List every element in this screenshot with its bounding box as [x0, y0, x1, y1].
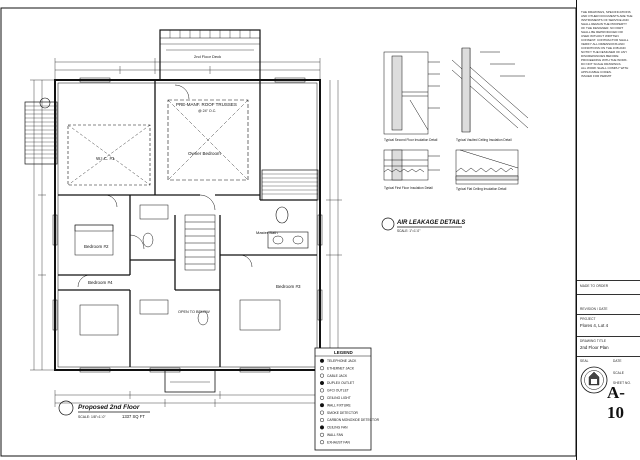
title-block-note-line: INSTRUMENTS OF SERVICE AND	[581, 18, 629, 22]
title-block-note-line: DO NOT SCALE DRAWINGS.	[581, 62, 622, 66]
drawing-title: 2nd Floor Plan	[580, 345, 609, 350]
room-label-wic: W.I.C. #1	[96, 156, 115, 161]
detail-vaulted-ceiling	[451, 47, 529, 133]
legend-symbol-icon	[319, 395, 325, 400]
legend-item-label: ETHERNET JACK	[327, 366, 355, 370]
legend-item-label: SMOKE DETECTOR	[327, 411, 359, 415]
toilet	[275, 206, 289, 224]
title-block-note-line: OF THE DESIGNER. NO PART	[581, 26, 624, 30]
title-block-note-line: SHALL REMAIN THE PROPERTY	[581, 22, 627, 26]
room-label-open-below: OPEN TO BELOW	[178, 310, 210, 314]
seal-label: SEAL	[580, 359, 589, 363]
detail-second-floor	[383, 51, 440, 135]
scale-label: SCALE	[613, 371, 624, 375]
seal-row: SEAL DATE SCALE SHEET NO.	[577, 356, 640, 456]
legend-item-label: TELEPHONE JACK	[327, 359, 357, 363]
date-label: DATE	[613, 359, 622, 363]
legend-item-label: WALL FIXTURE	[327, 403, 352, 407]
legend-symbol-icon	[319, 388, 325, 393]
room-label-owner-bedroom: Owner Bedroom	[188, 151, 221, 156]
legend-box	[314, 347, 372, 451]
room-label-master-bath: Master Bath	[256, 230, 278, 235]
project-name: Flores 4, Lot 4	[580, 323, 609, 328]
detail-caption-1: Typical Second Floor Insulation Detail	[384, 138, 438, 142]
detail-first-floor	[383, 149, 440, 181]
legend-symbol-icon	[319, 380, 325, 386]
legend-item-label: GFCI OUTLET	[327, 389, 349, 393]
project-label: PROJECT	[580, 317, 596, 321]
legend-symbol-icon	[319, 373, 325, 378]
legend-item-label: CEILING FAN	[327, 426, 348, 430]
legend-item-label: CABLE JACK	[327, 374, 348, 378]
trusses-note: PRE-MANF. ROOF TRUSSES	[176, 102, 237, 107]
title-block-note-line: CONDITIONS ON THE JOB AND	[581, 46, 626, 50]
air-leakage-details	[383, 47, 529, 185]
detail-caption-2: Typical Vaulted Ceiling Insulation Detai…	[456, 138, 512, 142]
made-to-order-label: MADE TO ORDER	[580, 284, 609, 288]
revision-label: REVISION / DATE	[580, 307, 608, 311]
project-row: PROJECT Flores 4, Lot 4	[577, 314, 640, 336]
room-label-bedroom-2: Bedroom #2	[84, 244, 109, 249]
plan-scale: SCALE: 1/8"=1'-0"	[78, 415, 106, 419]
legend-item-label: EXHAUST FAN	[327, 440, 350, 444]
legend-item-label: WALL FAN	[327, 433, 344, 437]
detail-caption-3: Typical First Floor Insulation Detail	[384, 186, 433, 190]
title-block-note-line: THE DRAWINGS, SPECIFICATIONS	[581, 10, 631, 14]
revision-row: REVISION / DATE	[577, 294, 640, 314]
title-block-note-line: NOTIFY THE DESIGNER OF ANY	[581, 50, 628, 54]
floor-plan	[24, 29, 342, 407]
air-leakage-bubble	[381, 217, 395, 231]
legend-symbol-icon	[319, 417, 325, 423]
detail-flat-ceiling	[455, 149, 519, 185]
sheet-label: SHEET NO.	[613, 381, 632, 385]
title-block-note-line: CONSENT. CONTRACTOR SHALL	[581, 38, 629, 42]
title-block-note-line: AND OTHER DOCUMENTS ARE THE	[581, 14, 633, 18]
title-block-note-line: ISSUED FOR PERMIT	[581, 74, 612, 78]
made-to-order-row: MADE TO ORDER	[577, 280, 640, 294]
air-leakage-title: AIR LEAKAGE DETAILS	[396, 220, 465, 226]
legend-title: LEGEND	[334, 350, 354, 355]
drawing-title-label: DRAWING TITLE	[580, 339, 607, 343]
room-label-bedroom-4: Bedroom #4	[88, 280, 113, 285]
legend-symbol-icon	[319, 425, 325, 430]
room-label-deck: 2nd Floor Deck	[194, 54, 221, 59]
legend-symbol-icon	[319, 403, 325, 408]
legend-items: TELEPHONE JACK ETHERNET JACK CABLE JACK DUP…	[319, 358, 380, 445]
air-leakage-scale: SCALE: 1"=1'-0"	[397, 229, 420, 233]
legend-item-label: CARBON MONOXIDE DETECTOR	[327, 418, 380, 422]
roof-hatch-left	[24, 101, 58, 165]
legend-symbol-icon	[319, 410, 325, 415]
detail-caption-4: Typical Flat Ceiling Insulation Detail	[456, 187, 507, 191]
professional-seal-icon	[580, 366, 608, 394]
title-block-note-line: APPLICABLE CODES.	[581, 70, 612, 74]
plan-title: Proposed 2nd Floor	[78, 404, 140, 411]
legend-symbol-icon	[319, 366, 325, 371]
sheet-number: A-10	[607, 383, 625, 422]
legend-symbol-icon	[319, 440, 325, 445]
legend-item-label: DUPLEX OUTLET	[327, 381, 354, 385]
roof-hatch-right	[261, 169, 319, 201]
title-block-note-line: VERIFY ALL DIMENSIONS AND	[581, 42, 625, 46]
title-block-note-line: ALL WORK SHALL COMPLY WITH	[581, 66, 629, 70]
stairs	[184, 214, 216, 271]
title-block-note-line: SHALL BE REPRODUCED OR	[581, 30, 623, 34]
legend-item-label: CEILING LIGHT	[327, 396, 351, 400]
title-block-note-line: USED WITHOUT WRITTEN	[581, 34, 619, 38]
title-block-note-line: DISCREPANCIES BEFORE	[581, 54, 619, 58]
plan-area: 1337 SQ FT	[122, 414, 145, 419]
room-label-bedroom-3: Bedroom #3	[276, 284, 301, 289]
legend-symbol-icon	[319, 432, 325, 437]
plan-title-bubble	[58, 400, 74, 416]
title-block-note-line: PROCEEDING WITH THE WORK.	[581, 58, 628, 62]
trusses-subnote: @ 24" O.C.	[198, 109, 216, 113]
legend-symbol-icon	[319, 358, 325, 363]
drawing-title-row: DRAWING TITLE 2nd Floor Plan	[577, 336, 640, 356]
